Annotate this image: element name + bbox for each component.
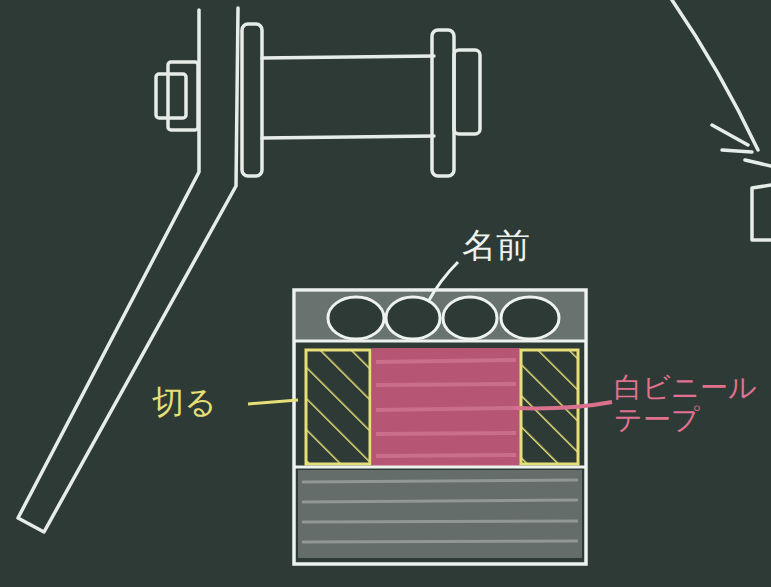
knob [156,74,186,118]
bottom-streaks [302,480,578,542]
material-label: 白ビニール テープ [614,372,766,436]
circle [386,297,440,339]
circle [443,297,497,339]
divider [294,466,586,469]
leader-line [248,400,298,404]
divider [294,340,586,343]
partial-mark [712,125,771,166]
spool-flange [432,30,454,176]
leader-line [514,402,612,408]
box-outline [294,290,586,564]
partial-shape [752,185,771,240]
name-circles [328,297,559,339]
cut-area [306,350,370,464]
bottom-fill [298,470,582,558]
tape-streaks [376,360,516,456]
tape-fill [372,348,520,466]
cross-section [294,290,586,564]
crank-arm [18,8,238,532]
circle [501,297,559,339]
leader-line [428,262,458,302]
knob [168,62,198,130]
part-label: 名前 [462,226,562,265]
cut-label: 切る [152,384,252,421]
top-strip [296,292,584,340]
circle [328,297,384,339]
crank-spool [18,0,771,532]
spool-knob [454,50,480,134]
spool-flange [242,24,262,176]
spool-axle [262,56,434,138]
